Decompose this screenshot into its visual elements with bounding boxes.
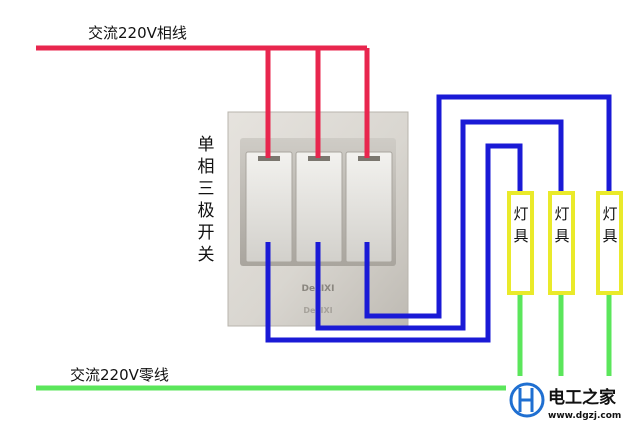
lamp-label-char: 灯: [513, 205, 528, 223]
switch-indicator-3: [358, 156, 380, 161]
site-watermark: 电工之家 www.dgzj.com: [506, 376, 640, 426]
lamp-label-char: 具: [513, 227, 528, 245]
control-wires: [265, 94, 612, 343]
neutral-line-label: 交流220V零线: [70, 366, 169, 384]
switch-label-char: 极: [198, 201, 215, 221]
switch-label-char: 三: [198, 179, 215, 199]
switch-indicator-1: [258, 156, 280, 161]
switch-label-char: 开: [198, 223, 215, 243]
lamp-box: [596, 191, 623, 295]
watermark-site-name: 电工之家: [548, 387, 616, 408]
control-wire-1: [265, 143, 523, 343]
lamp-group: 灯 具 灯 具 灯 具: [507, 191, 623, 295]
lamp-2: 灯 具: [548, 191, 575, 295]
lamp-1: 灯 具: [507, 191, 534, 295]
lamp-label-char: 灯: [602, 205, 617, 223]
lamp-box: [507, 191, 534, 295]
switch-label-char: 关: [198, 245, 215, 265]
lamp-box: [548, 191, 575, 295]
watermark-url: www.dgzj.com: [548, 411, 621, 421]
watermark-logo-mark: [518, 388, 534, 412]
switch-label-char: 相: [198, 157, 215, 177]
switch-label: 单 相 三 极 开 关: [198, 135, 215, 265]
live-line-label: 交流220V相线: [88, 24, 187, 42]
lamp-label-char: 具: [602, 227, 617, 245]
control-wire-2: [315, 119, 564, 331]
lamp-label-char: 灯: [554, 205, 569, 223]
lamp-3: 灯 具: [596, 191, 623, 295]
live-wire: [36, 45, 370, 158]
switch-label-char: 单: [198, 135, 215, 155]
lamp-label-char: 具: [554, 227, 569, 245]
switch-indicator-2: [308, 156, 330, 161]
control-wire-3: [364, 94, 612, 319]
